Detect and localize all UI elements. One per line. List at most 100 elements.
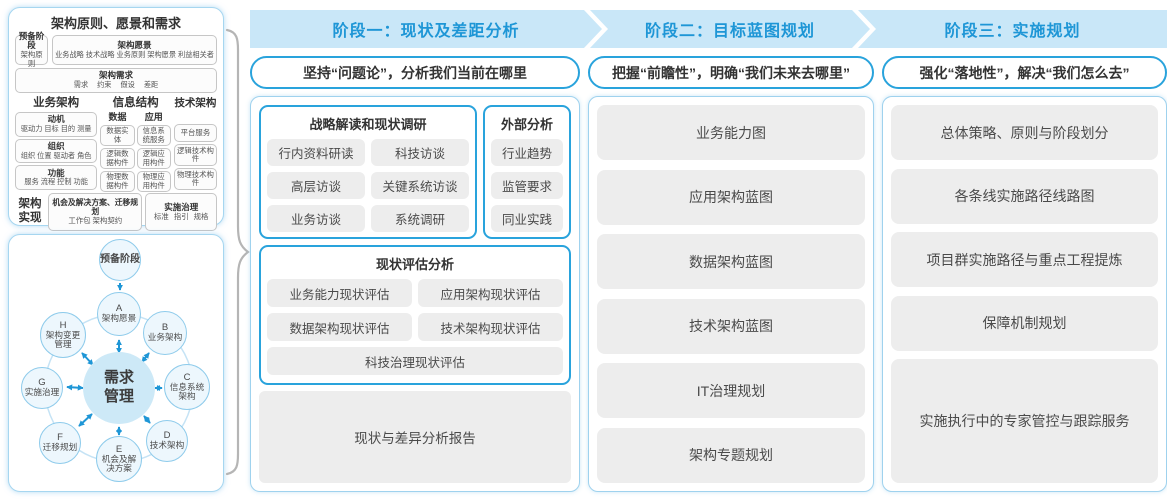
phase3-item: 总体策略、原则与阶段划分: [891, 105, 1158, 160]
phase3-banner: 阶段三：实施规划: [858, 10, 1167, 48]
opportunities-migration-box: 机会及解决方案、迁移规划 工作包 架构契约: [48, 193, 143, 231]
organization-box: 组织 组织 位置 驱动者 角色: [15, 138, 98, 164]
business-architecture-column: 业务架构 动机 驱动力 目标 目的 测量 组织 组织 位置 驱动者 角色 功能 …: [15, 96, 98, 191]
external-item: 同业实践: [491, 205, 563, 232]
strategy-research-title: 战略解读和现状调研: [309, 117, 427, 132]
data-subheader: 数据: [108, 112, 127, 122]
assessment-item: 数据架构现状评估: [267, 313, 412, 341]
opportunities-text: 工作包 架构契约: [68, 215, 123, 225]
architecture-vision-title: 架构愿景: [117, 39, 152, 50]
phase1-subtitle: 坚持“问题论”，分析我们当前在哪里: [250, 56, 580, 89]
phase3-banner-label: 阶段三：实施规划: [944, 23, 1081, 40]
phase2-banner: 阶段二：目标蓝图规划: [590, 10, 870, 48]
application-subheader: 应用: [144, 112, 163, 122]
assessment-title: 现状评估分析: [375, 257, 454, 272]
phase2-item: IT治理规划: [597, 363, 865, 419]
adm-cycle-panel: 预备阶段 需求管理 A 架构愿景 B 业务架构 C 信息系统架构 D 技术架构 …: [8, 234, 224, 492]
strategy-item: 高层访谈: [267, 172, 365, 199]
motivation-box: 动机 驱动力 目标 目的 测量: [15, 112, 98, 137]
function-box: 功能 服务 流程 控制 功能: [15, 165, 98, 191]
governance-text: 标准 指引 规格: [154, 211, 209, 221]
architecture-realization-label: 架构实现: [18, 198, 42, 224]
logical-tech-box: 逻辑技术构件: [173, 144, 217, 167]
strategy-item: 科技访谈: [371, 139, 469, 166]
platform-service-box: 平台服务: [173, 124, 217, 143]
phase2-container: 业务能力图 应用架构蓝图 数据架构蓝图 技术架构蓝图 IT治理规划 架构专题规划: [588, 96, 874, 492]
external-analysis-title: 外部分析: [500, 117, 553, 132]
assessment-item: 业务能力现状评估: [267, 279, 412, 307]
assessment-box: 现状评估分析 业务能力现状评估 应用架构现状评估 数据架构现状评估 技术架构现状…: [259, 245, 571, 385]
assessment-item-full: 科技治理现状评估: [267, 347, 563, 375]
principles-panel-title: 架构原则、愿景和需求: [50, 16, 181, 31]
phase2-subtitle: 把握“前瞻性”，明确“我们未来去哪里”: [588, 56, 874, 89]
adm-prep-node: 预备阶段: [99, 239, 141, 281]
info-system-service-box: 信息系统服务: [136, 125, 171, 147]
adm-node-h: H 架构变更管理: [40, 312, 86, 358]
external-item: 监管要求: [491, 172, 563, 199]
phase3-container: 总体策略、原则与阶段划分 各条线实施路径线路图 项目群实施路径与重点工程提炼 保…: [882, 96, 1167, 492]
phase2-item: 架构专题规划: [597, 427, 865, 483]
prep-stage-box: 预备阶段 架构原则: [15, 30, 49, 68]
technology-architecture-column: 技术架构 平台服务 逻辑技术构件 物理技术构件: [173, 96, 217, 190]
phase2-item: 应用架构蓝图: [597, 169, 865, 225]
architecture-requirements-items: 需求 约束 假设 差距: [73, 80, 159, 90]
adm-center-label: 需求管理: [103, 369, 134, 405]
phase2-item: 业务能力图: [597, 105, 865, 160]
gap-report-box: 现状与差异分析报告: [259, 391, 571, 483]
adm-node-e: E 机会及解决方案: [96, 436, 142, 482]
adm-node-g: G 实施治理: [21, 367, 63, 409]
assessment-item: 应用架构现状评估: [418, 279, 563, 307]
architecture-requirements-title: 架构需求: [98, 70, 133, 81]
data-subcolumn: 数据 数据实体 逻辑数据构件 物理数据构件: [100, 112, 135, 193]
motivation-text: 驱动力 目标 目的 测量: [20, 124, 92, 134]
logical-data-box: 逻辑数据构件: [100, 148, 135, 170]
adm-node-b: B 业务架构: [143, 311, 187, 355]
motivation-title: 动机: [47, 114, 65, 125]
application-subcolumn: 应用 信息系统服务 逻辑应用构件 物理应用构件: [136, 112, 171, 193]
external-item: 行业趋势: [491, 139, 563, 166]
adm-node-f: F 迁移规划: [39, 422, 81, 464]
phase1-banner: 阶段一：现状及差距分析: [250, 10, 602, 48]
logical-app-box: 逻辑应用构件: [136, 148, 171, 170]
principles-vision-panel: 架构原则、愿景和需求 预备阶段 架构原则 架构愿景 业务战略 技术战略 业务原则…: [8, 7, 224, 231]
implementation-governance-box: 实施治理 标准 指引 规格: [145, 193, 217, 231]
adm-prep-label: 预备阶段: [100, 253, 140, 265]
architecture-vision-items: 业务战略 技术战略 业务原则 架构愿景 利益相关者: [55, 49, 214, 59]
function-title: 功能: [47, 167, 65, 178]
adm-node-d: D 技术架构: [146, 420, 188, 462]
technology-architecture-header: 技术架构: [174, 97, 217, 109]
governance-title: 实施治理: [164, 201, 199, 212]
brace-connector: [225, 28, 250, 476]
prep-stage-title: 预备阶段: [18, 30, 45, 51]
information-structure-column: 信息结构 数据 数据实体 逻辑数据构件 物理数据构件 应用 信息系统服务 逻辑应…: [100, 96, 171, 193]
strategy-item: 关键系统访谈: [371, 172, 469, 199]
phase3-item: 保障机制规划: [891, 295, 1158, 351]
assessment-item: 技术架构现状评估: [418, 313, 563, 341]
adm-node-c: C 信息系统架构: [164, 364, 210, 410]
physical-data-box: 物理数据构件: [100, 171, 135, 193]
phase1-banner-label: 阶段一：现状及差距分析: [332, 23, 520, 40]
phase2-banner-label: 阶段二：目标蓝图规划: [644, 23, 815, 40]
strategy-research-box: 战略解读和现状调研 行内资料研读 科技访谈 高层访谈 关键系统访谈 业务访谈 系…: [259, 105, 477, 239]
architecture-requirements-box: 架构需求 需求 约束 假设 差距: [15, 68, 217, 93]
phase2-item: 技术架构蓝图: [597, 298, 865, 354]
strategy-item: 系统调研: [371, 205, 469, 232]
prep-stage-subtitle: 架构原则: [20, 50, 43, 68]
phase1-container: 战略解读和现状调研 行内资料研读 科技访谈 高层访谈 关键系统访谈 业务访谈 系…: [250, 96, 580, 492]
phase3-subtitle: 强化“落地性”，解决“我们怎么去”: [882, 56, 1167, 89]
phase2-item: 数据架构蓝图: [597, 234, 865, 290]
phase3-item: 各条线实施路径线路图: [891, 168, 1158, 224]
physical-app-box: 物理应用构件: [136, 171, 171, 193]
physical-tech-box: 物理技术构件: [173, 168, 217, 190]
organization-title: 组织: [47, 140, 65, 151]
architecture-vision-box: 架构愿景 业务战略 技术战略 业务原则 架构愿景 利益相关者: [52, 35, 217, 65]
strategy-item: 业务访谈: [267, 205, 365, 232]
phase3-item: 项目群实施路径与重点工程提炼: [891, 232, 1158, 287]
information-structure-header: 信息结构: [112, 97, 159, 109]
strategy-item: 行内资料研读: [267, 139, 365, 166]
business-architecture-header: 业务架构: [33, 97, 80, 109]
external-analysis-box: 外部分析 行业趋势 监管要求 同业实践: [483, 105, 571, 239]
adm-node-a: A 架构愿景: [97, 292, 141, 336]
function-text: 服务 流程 控制 功能: [24, 177, 88, 187]
